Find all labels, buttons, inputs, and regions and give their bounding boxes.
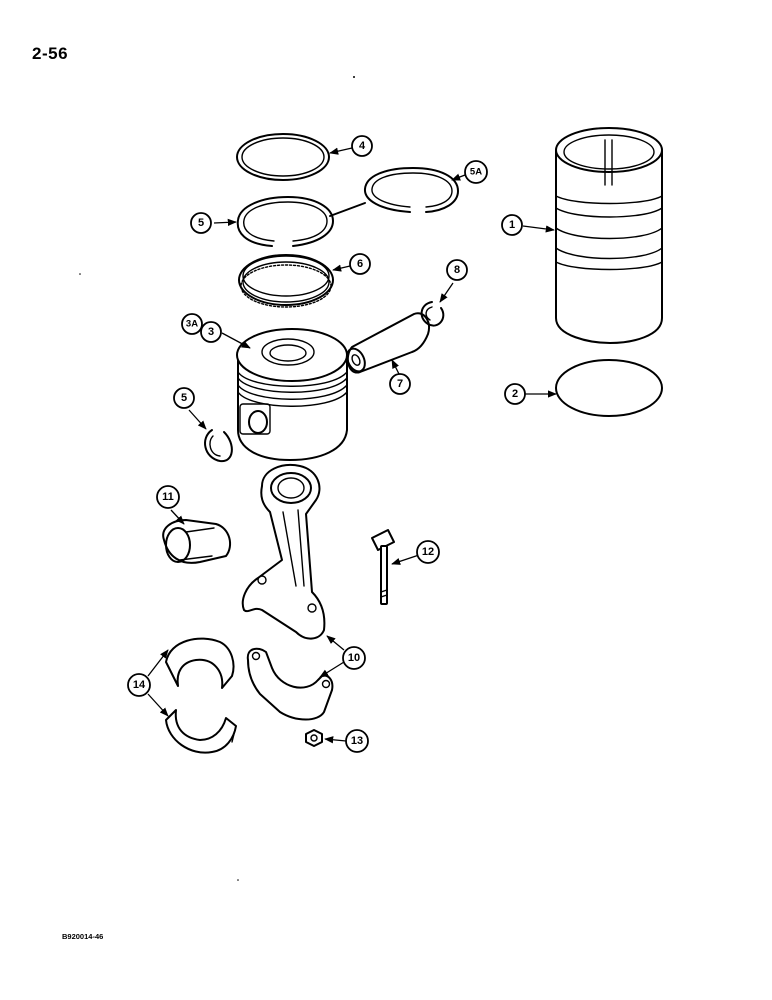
svg-text:11: 11 (162, 491, 174, 503)
svg-text:13: 13 (351, 735, 363, 747)
svg-text:5: 5 (181, 392, 187, 404)
callout-8: 8 (446, 259, 468, 281)
callout-6: 6 (349, 253, 371, 275)
svg-text:12: 12 (422, 546, 434, 558)
svg-text:2: 2 (512, 388, 518, 400)
leader-lines (147, 147, 557, 744)
bearing-shell-lower-part (165, 709, 237, 754)
callout-4: 4 (351, 135, 373, 157)
svg-text:5: 5 (198, 217, 204, 229)
scan-speck (79, 273, 81, 275)
callout-12: 12 (416, 540, 440, 564)
svg-text:10: 10 (348, 652, 360, 664)
bearing-shell-upper-part (165, 637, 235, 689)
svg-text:3A: 3A (186, 319, 198, 330)
callout-10: 10 (342, 646, 366, 670)
callout-5-lower: 5 (173, 387, 195, 409)
callout-5-upper: 5 (190, 212, 212, 234)
page-number: 2-56 (32, 44, 69, 63)
pin-bushing-part (162, 519, 232, 564)
callout-11: 11 (156, 485, 180, 509)
svg-text:5A: 5A (470, 167, 482, 178)
piston-ring-5a-part (329, 167, 459, 217)
svg-text:1: 1 (509, 219, 515, 231)
callout-1: 1 (501, 214, 523, 236)
callout-5a: 5A (464, 160, 488, 184)
retaining-ring-right-part (420, 301, 445, 327)
scan-speck (237, 879, 239, 881)
piston-part (236, 328, 348, 461)
rod-bolt-part (371, 529, 395, 605)
retaining-ring-left-part (204, 429, 233, 463)
svg-text:8: 8 (454, 264, 460, 276)
callout-3a: 3A (181, 313, 203, 335)
figure-code: B920014-46 (62, 932, 104, 941)
rod-nut-part (305, 729, 323, 747)
callout-13: 13 (345, 729, 369, 753)
piston-pin-part (346, 312, 430, 374)
callout-2: 2 (504, 383, 526, 405)
o-ring-seal-part (555, 359, 663, 417)
piston-ring-second-part (236, 196, 334, 247)
svg-text:4: 4 (359, 140, 366, 152)
svg-text:3: 3 (208, 326, 214, 338)
connecting-rod-part (241, 464, 326, 640)
oil-ring-part (238, 254, 334, 308)
callout-3: 3 (200, 321, 222, 343)
scan-speck (353, 76, 355, 78)
svg-text:7: 7 (397, 378, 403, 390)
piston-ring-top-part (236, 133, 330, 181)
callout-14: 14 (127, 673, 151, 697)
callout-7: 7 (389, 373, 411, 395)
svg-text:6: 6 (357, 258, 363, 270)
svg-text:14: 14 (133, 679, 146, 691)
cylinder-sleeve-part (555, 127, 663, 344)
connecting-rod-cap-part (246, 647, 334, 721)
